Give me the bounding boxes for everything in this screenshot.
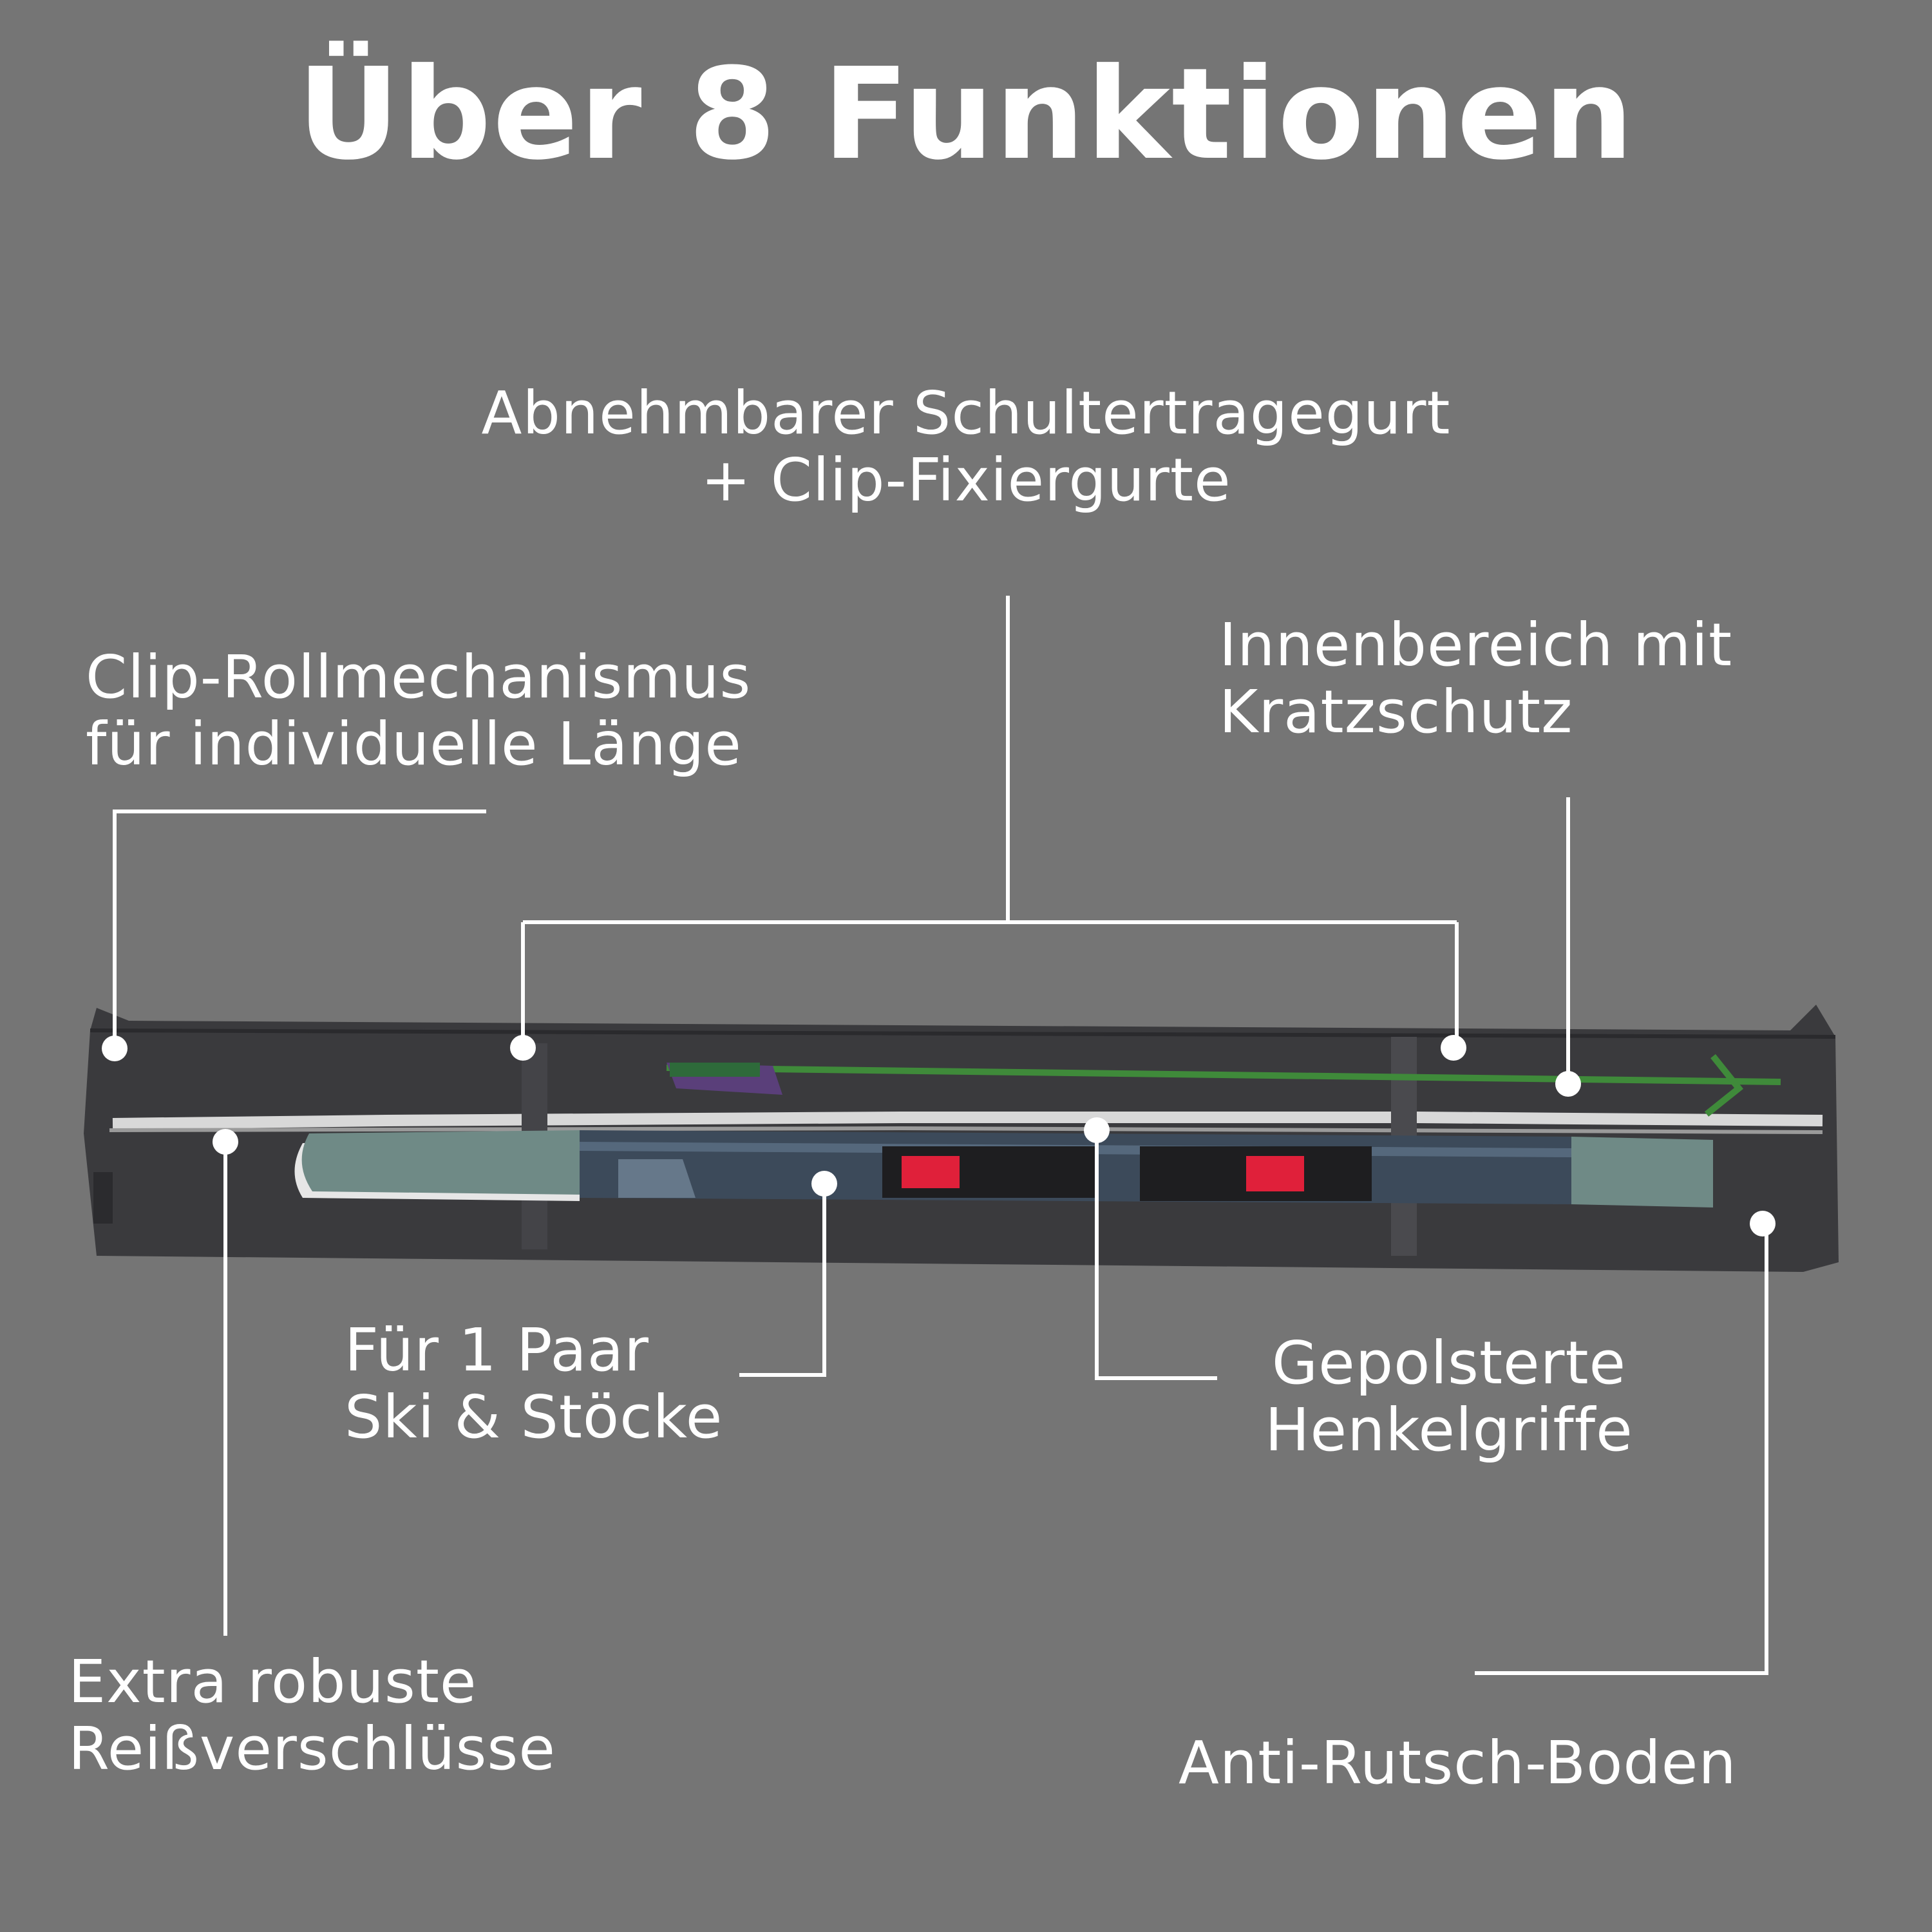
feature-handles-line2: Henkelgriffe (1265, 1396, 1633, 1464)
feature-bottom: Anti-Rutsch-Boden (1179, 1730, 1737, 1797)
callout-lines (113, 596, 1768, 1675)
feature-strap-line1: Abnehmbarer Schultertragegurt (481, 379, 1451, 448)
feature-handles: Gepolsterte Henkelgriffe (1224, 1330, 1674, 1464)
feature-handles-line1: Gepolsterte (1271, 1329, 1627, 1397)
feature-inner-line1: Innenbereich mit (1219, 611, 1733, 679)
feature-capacity-line1: Für 1 Paar (345, 1316, 649, 1385)
feature-strap: Abnehmbarer Schultertragegurt + Clip-Fix… (477, 380, 1455, 514)
feature-capacity-line2: Ski & Stöcke (345, 1383, 723, 1452)
callout-dot-icon (102, 1035, 1776, 1236)
ski-pole-image (666, 1054, 1781, 1117)
page-title: Über 8 Funktionen (297, 41, 1635, 188)
feature-zippers: Extra robuste Reißverschlüsse (68, 1649, 556, 1783)
feature-inner-line2: Kratzschutz (1219, 677, 1573, 746)
ski-pair-image (294, 1130, 1713, 1208)
feature-roll-line1: Clip-Rollmechanismus (86, 643, 752, 712)
feature-zippers-line1: Extra robuste (68, 1647, 477, 1716)
feature-roll-line2: für individuelle Länge (86, 710, 742, 779)
feature-inner: Innenbereich mit Kratzschutz (1219, 612, 1732, 746)
feature-strap-line2: + Clip-Fixiergurte (701, 446, 1231, 515)
feature-capacity: Für 1 Paar Ski & Stöcke (345, 1317, 723, 1451)
feature-roll: Clip-Rollmechanismus für individuelle Lä… (86, 644, 751, 778)
feature-bottom-line1: Anti-Rutsch-Boden (1179, 1728, 1737, 1797)
feature-zippers-line2: Reißverschlüsse (68, 1714, 556, 1783)
